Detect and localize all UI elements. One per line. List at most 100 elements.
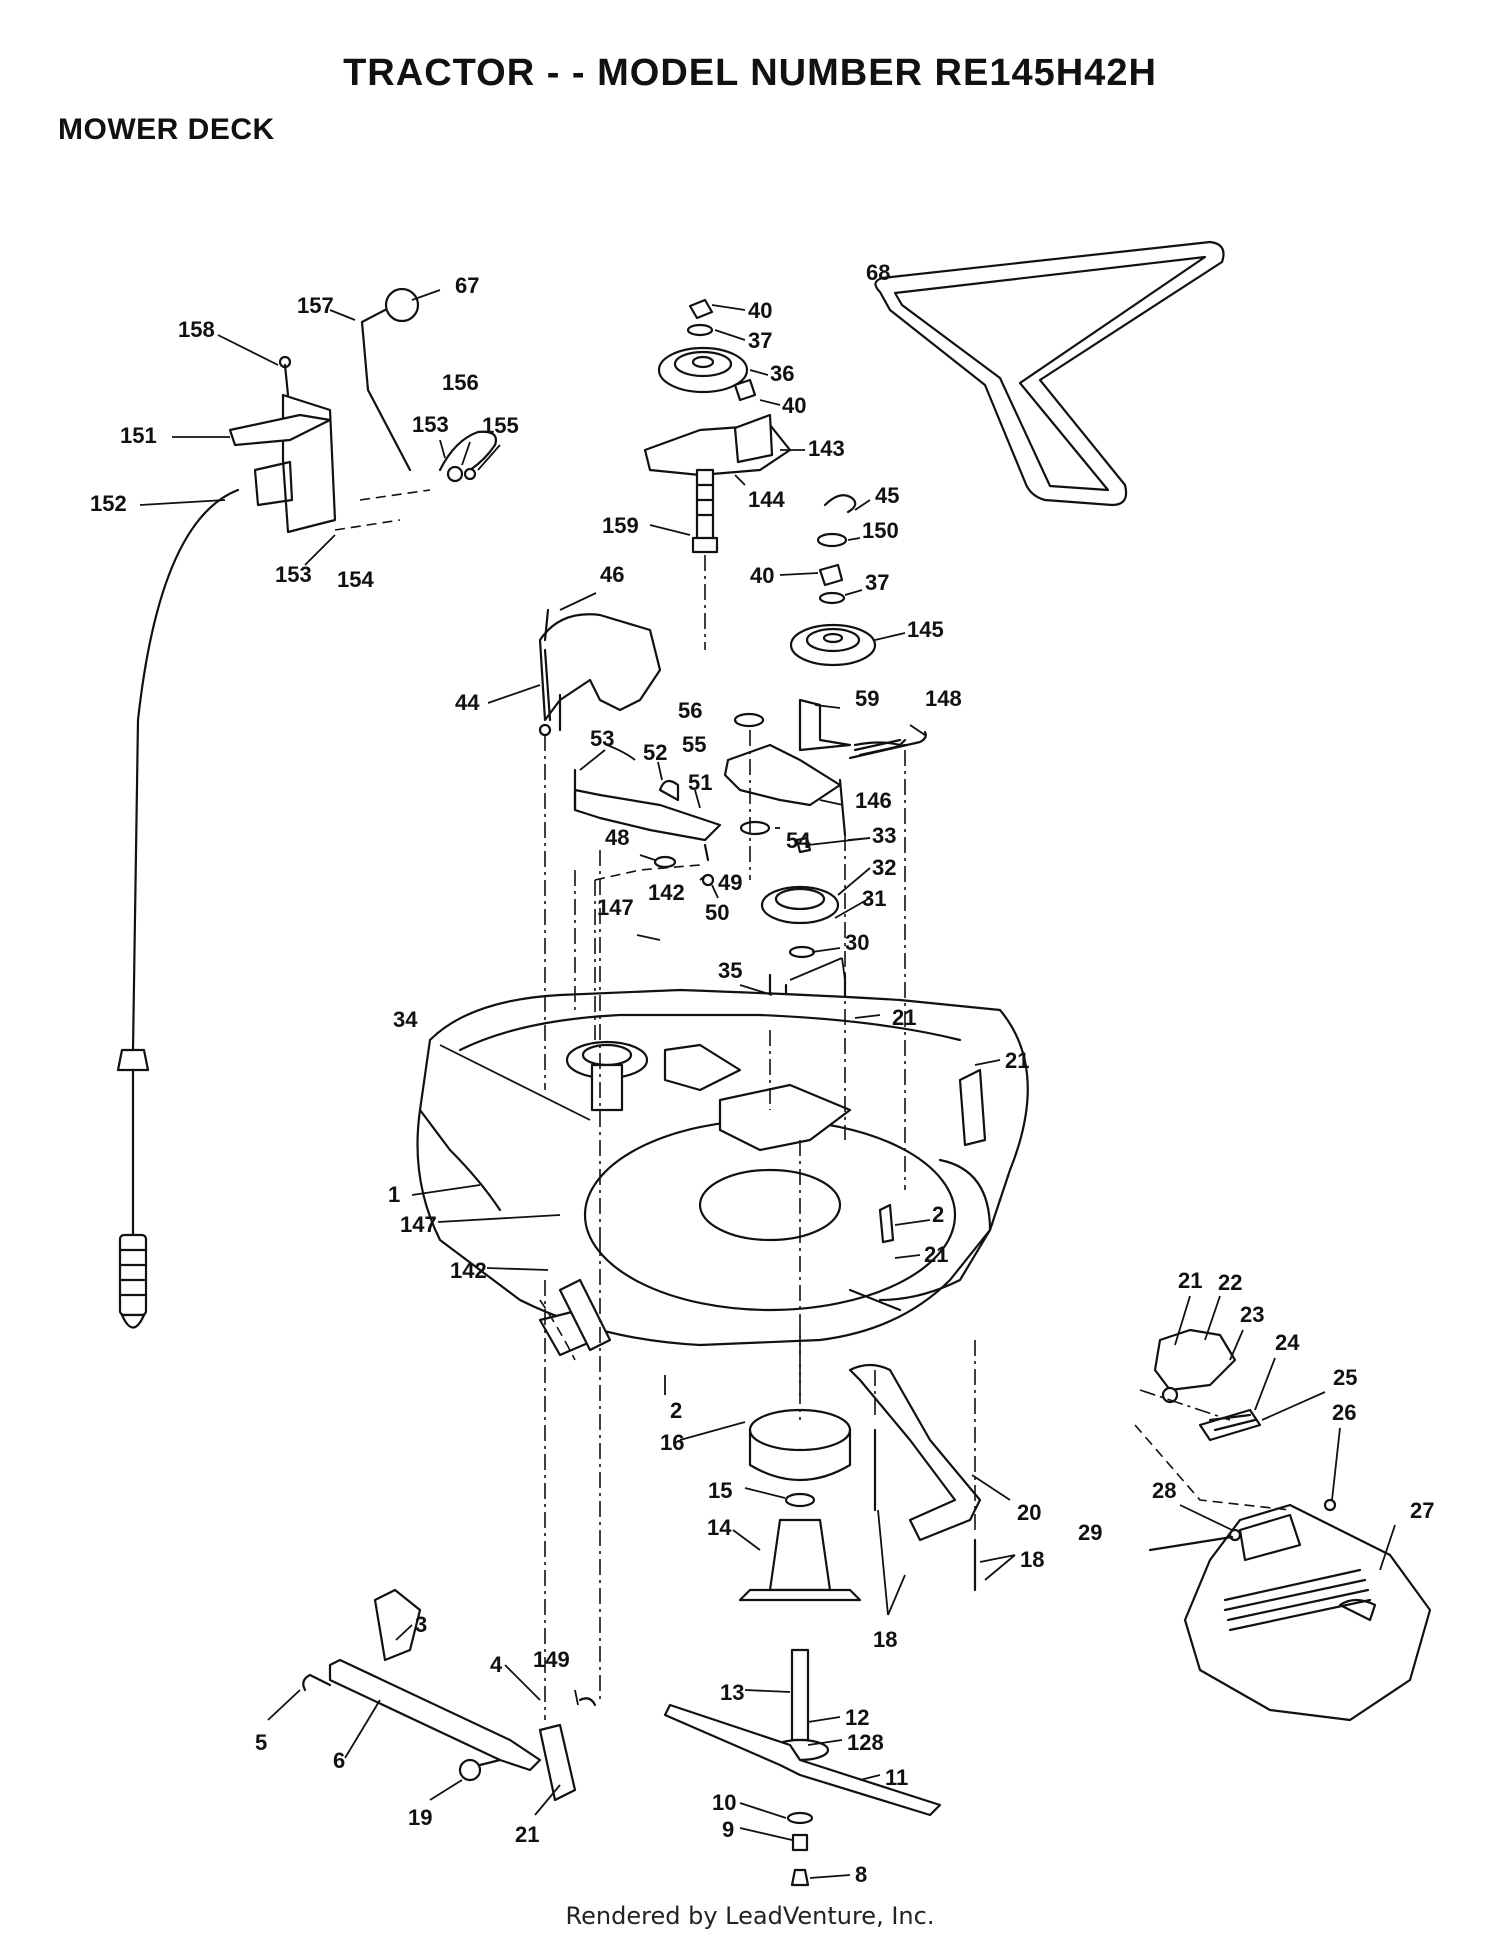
part-label: 10 xyxy=(712,1790,736,1815)
part-label: 26 xyxy=(1332,1400,1356,1425)
part-label: 13 xyxy=(720,1680,744,1705)
part-label: 153 xyxy=(275,562,312,587)
footer-credit: Rendered by LeadVenture, Inc. xyxy=(565,1902,935,1930)
part-label: 153 xyxy=(412,412,449,437)
part-label: 12 xyxy=(845,1705,869,1730)
idler-bracket xyxy=(723,712,847,854)
lift-links xyxy=(302,1278,612,1802)
part-label: 21 xyxy=(924,1242,948,1267)
page-title: TRACTOR - - MODEL NUMBER RE145H42H xyxy=(343,52,1157,94)
leader-lines xyxy=(139,289,1396,1879)
part-label: 40 xyxy=(750,563,774,588)
part-label: 150 xyxy=(862,518,899,543)
drive-belt xyxy=(874,240,1225,507)
part-label: 32 xyxy=(872,855,896,880)
part-label: 154 xyxy=(337,567,374,592)
lift-cable xyxy=(116,488,240,1329)
part-label: 142 xyxy=(648,880,685,905)
part-label: 18 xyxy=(1020,1547,1044,1572)
part-label: 23 xyxy=(1240,1302,1264,1327)
part-label: 159 xyxy=(602,513,639,538)
part-label: 158 xyxy=(178,317,215,342)
part-label: 6 xyxy=(333,1748,345,1773)
part-label: 29 xyxy=(1078,1520,1102,1545)
section-title: MOWER DECK xyxy=(58,113,275,146)
mower-deck-housing xyxy=(416,988,1029,1357)
part-label: 18 xyxy=(873,1627,897,1652)
part-label: 21 xyxy=(892,1005,916,1030)
part-label: 4 xyxy=(490,1652,503,1677)
part-label: 5 xyxy=(255,1730,267,1755)
part-label: 22 xyxy=(1218,1270,1242,1295)
part-label: 37 xyxy=(865,570,889,595)
part-label: 40 xyxy=(748,298,772,323)
discharge-chute-assembly xyxy=(1148,1328,1432,1722)
part-label: 147 xyxy=(400,1212,437,1237)
part-label: 49 xyxy=(718,870,742,895)
part-label: 67 xyxy=(455,273,479,298)
part-label: 45 xyxy=(875,483,899,508)
part-label: 21 xyxy=(515,1822,539,1847)
idler-pulley-lower xyxy=(789,494,927,760)
spindle-assembly xyxy=(663,1408,942,1887)
part-label: 151 xyxy=(120,423,157,448)
part-label: 19 xyxy=(408,1805,432,1830)
part-label: 147 xyxy=(597,895,634,920)
part-label: 27 xyxy=(1410,1498,1434,1523)
part-label: 31 xyxy=(862,886,886,911)
idler-pulley-upper xyxy=(643,298,792,554)
part-label: 142 xyxy=(450,1258,487,1283)
part-label: 157 xyxy=(297,293,334,318)
part-label: 25 xyxy=(1333,1365,1357,1390)
part-label: 156 xyxy=(442,370,479,395)
part-label: 149 xyxy=(533,1647,570,1672)
part-label: 34 xyxy=(393,1007,418,1032)
part-label: 24 xyxy=(1275,1330,1300,1355)
part-label: 15 xyxy=(708,1478,732,1503)
part-label: 68 xyxy=(866,260,890,285)
part-label: 28 xyxy=(1152,1478,1176,1503)
part-label: 2 xyxy=(670,1398,682,1423)
belt-guard xyxy=(538,608,662,737)
part-label: 50 xyxy=(705,900,729,925)
part-number-labels: 67 157 158 151 152 156 153 155 153 154 4… xyxy=(90,260,1434,1887)
part-label: 46 xyxy=(600,562,624,587)
part-label: 145 xyxy=(907,617,944,642)
part-label: 155 xyxy=(482,413,519,438)
part-label: 3 xyxy=(415,1612,427,1637)
idler-arm xyxy=(573,768,722,887)
part-label: 2 xyxy=(932,1202,944,1227)
part-label: 148 xyxy=(925,686,962,711)
part-label: 21 xyxy=(1178,1268,1202,1293)
part-label: 30 xyxy=(845,930,869,955)
part-label: 143 xyxy=(808,436,845,461)
part-label: 146 xyxy=(855,788,892,813)
part-label: 20 xyxy=(1017,1500,1041,1525)
part-label: 59 xyxy=(855,686,879,711)
part-label: 1 xyxy=(388,1182,400,1207)
part-label: 48 xyxy=(605,825,629,850)
part-label: 54 xyxy=(786,828,811,853)
part-label: 51 xyxy=(688,770,712,795)
part-label: 53 xyxy=(590,726,614,751)
part-label: 40 xyxy=(782,393,806,418)
part-label: 52 xyxy=(643,740,667,765)
part-label: 33 xyxy=(872,823,896,848)
part-label: 11 xyxy=(885,1765,908,1790)
part-label: 9 xyxy=(722,1817,734,1842)
part-label: 152 xyxy=(90,491,127,516)
assembly-centerlines xyxy=(539,555,1291,1720)
part-label: 37 xyxy=(748,328,772,353)
lift-handle-assembly xyxy=(228,287,497,534)
front-bracket xyxy=(848,1363,982,1592)
part-label: 14 xyxy=(707,1515,732,1540)
part-label: 21 xyxy=(1005,1048,1029,1073)
part-label: 55 xyxy=(682,732,706,757)
part-label: 8 xyxy=(855,1862,867,1887)
part-label: 16 xyxy=(660,1430,684,1455)
part-label: 35 xyxy=(718,958,742,983)
part-label: 56 xyxy=(678,698,702,723)
part-label: 36 xyxy=(770,361,794,386)
part-label: 128 xyxy=(847,1730,884,1755)
